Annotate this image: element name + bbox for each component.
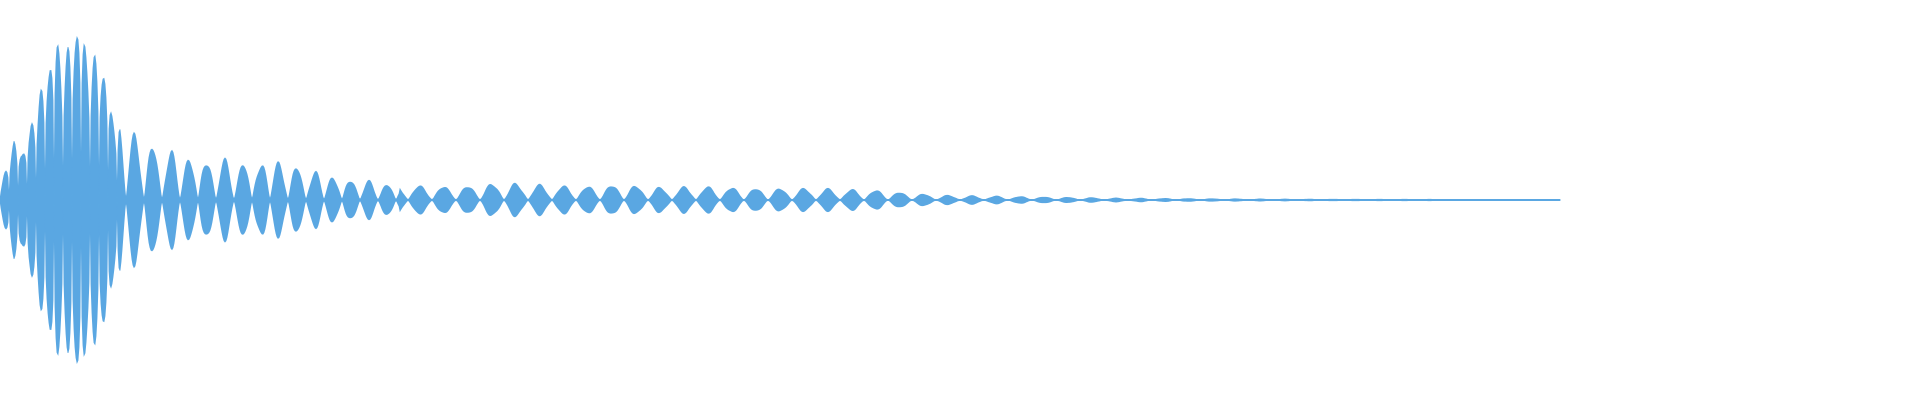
waveform-signal [0, 35, 1561, 365]
